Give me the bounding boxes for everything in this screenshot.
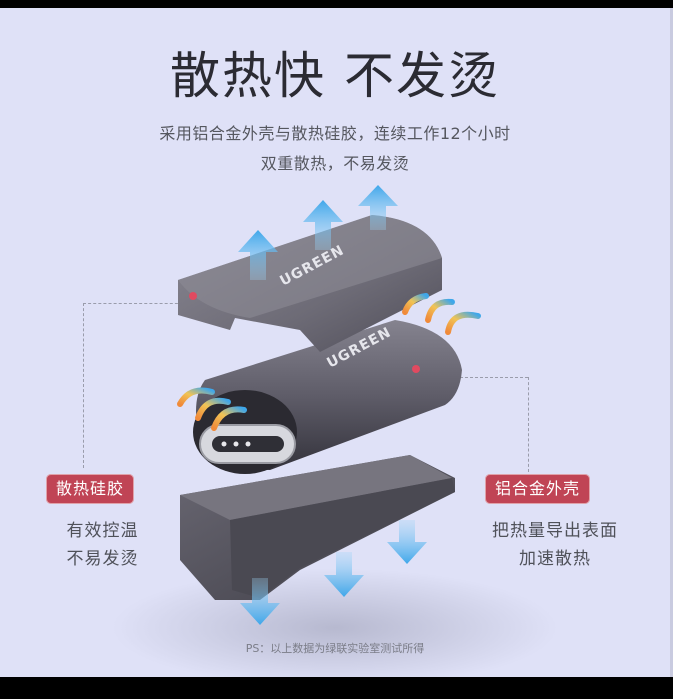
bottom-black-bar: [0, 677, 673, 699]
top-shell: UGREEN: [178, 215, 442, 352]
callout-left-description: 有效控温 不易发烫: [30, 517, 175, 573]
product-exploded-view: UGREEN UGREEN: [177, 185, 481, 625]
badge-thermal-silicone: 散热硅胶: [46, 474, 135, 504]
heat-waves-left: [177, 387, 247, 431]
leader-line-left: [83, 303, 183, 304]
product-infographic: 散热快 不发烫 采用铝合金外壳与散热硅胶，连续工作12个小时 双重散热，不易发烫: [0, 8, 670, 677]
leader-line-right: [455, 377, 528, 378]
leader-line-right-vertical: [528, 377, 529, 472]
heat-up-arrows: [238, 185, 398, 280]
subtitle-line-1: 采用铝合金外壳与散热硅胶，连续工作12个小时: [159, 124, 511, 143]
bottom-shell: [180, 455, 455, 600]
right-edge-border: [670, 8, 673, 677]
heat-down-arrows: [240, 520, 427, 625]
callout-right-description: 把热量导出表面 加速散热: [460, 517, 650, 573]
callout-left-line-1: 有效控温: [66, 521, 139, 541]
subtitle-line-2: 双重散热，不易发烫: [260, 154, 410, 173]
leader-line-left-vertical: [83, 303, 84, 468]
page-title: 散热快 不发烫: [170, 47, 500, 105]
callout-left-line-2: 不易发烫: [66, 549, 139, 569]
heat-waves-right: [402, 293, 481, 335]
top-black-bar: [0, 0, 673, 8]
badge-aluminum-shell: 铝合金外壳: [485, 474, 591, 504]
footnote: PS：以上数据为绿联实验室测试所得: [245, 642, 425, 655]
callout-right-line-2: 加速散热: [519, 549, 591, 569]
middle-body: UGREEN: [193, 320, 462, 474]
callout-right-line-1: 把热量导出表面: [492, 521, 618, 541]
